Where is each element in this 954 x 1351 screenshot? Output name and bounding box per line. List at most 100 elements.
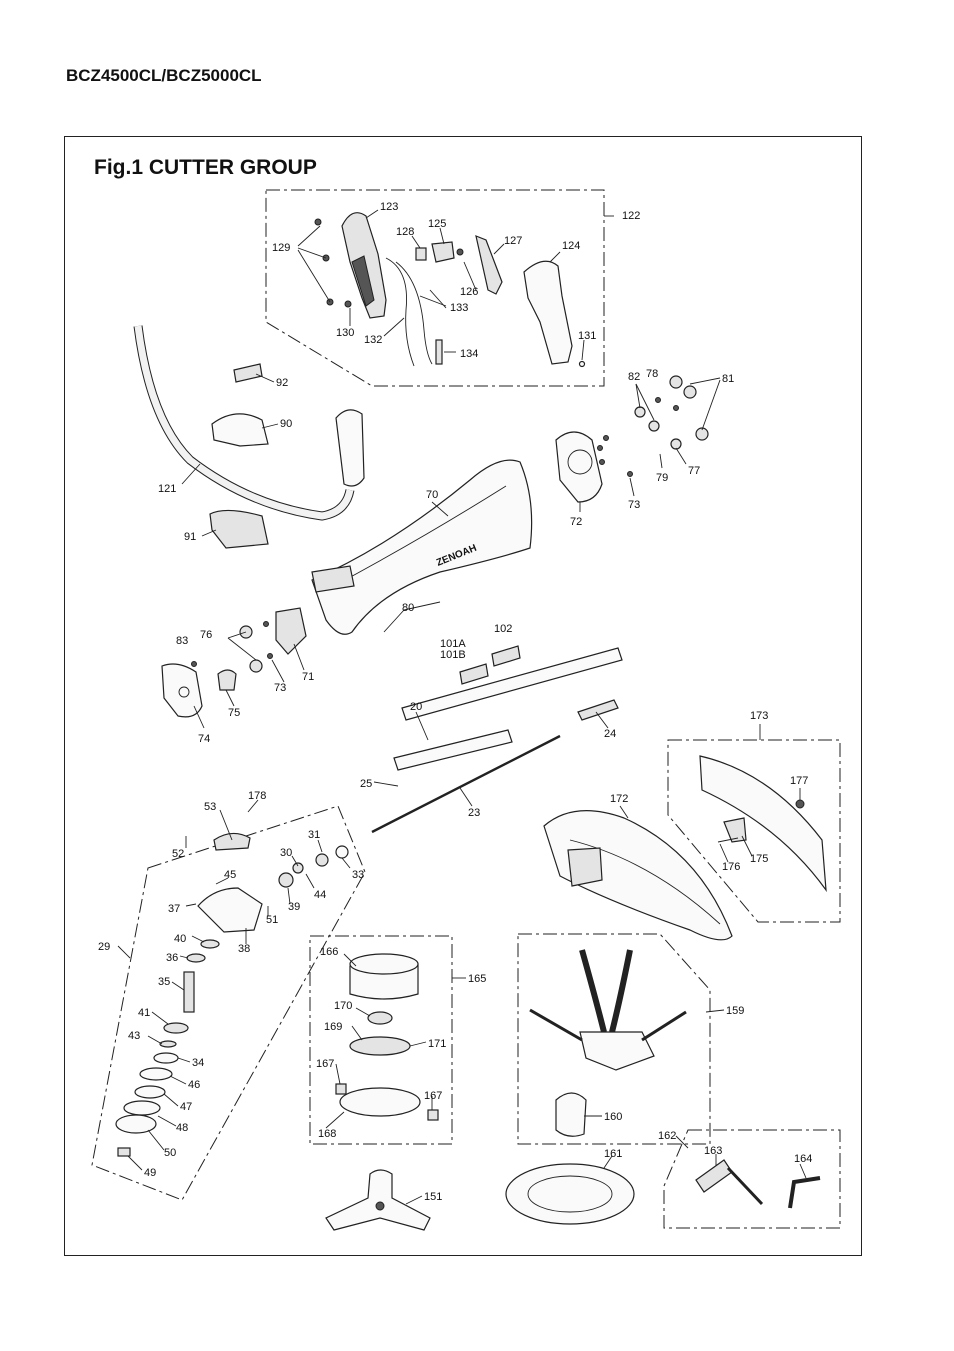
callout-167-right: 167: [424, 1090, 442, 1102]
nylon-cutter-head: [335, 953, 439, 1121]
callout-151: 151: [424, 1191, 442, 1203]
callout-126: 126: [460, 286, 478, 298]
callout-161: 161: [604, 1148, 622, 1160]
loop-handle: [133, 325, 365, 549]
callout-40: 40: [174, 933, 186, 945]
callout-52: 52: [172, 848, 184, 860]
callout-70: 70: [426, 489, 438, 501]
callout-169: 169: [324, 1021, 342, 1033]
callout-71: 71: [302, 671, 314, 683]
callout-165: 165: [468, 973, 486, 985]
gear-case-parts: [115, 832, 349, 1157]
cutter-blade-and-ring: [325, 1163, 635, 1231]
callout-125: 125: [428, 218, 446, 230]
callout-102: 102: [494, 623, 512, 635]
callout-53: 53: [204, 801, 216, 813]
callout-73-lower: 73: [274, 682, 286, 694]
callout-72: 72: [570, 516, 582, 528]
group-165-outline: [309, 935, 453, 1145]
callout-41: 41: [138, 1007, 150, 1019]
air-cleaner-parts: [161, 607, 307, 718]
group-122-outline: [265, 189, 605, 387]
shield-and-plate-parts: [543, 755, 827, 941]
callout-168: 168: [318, 1128, 336, 1140]
callout-90: 90: [280, 418, 292, 430]
callout-23: 23: [468, 807, 480, 819]
callout-159: 159: [726, 1005, 744, 1017]
callout-101B: 101B: [440, 649, 466, 661]
callout-130: 130: [336, 327, 354, 339]
callout-131: 131: [578, 330, 596, 342]
callout-34: 34: [192, 1057, 204, 1069]
callout-92: 92: [276, 377, 288, 389]
callout-36: 36: [166, 952, 178, 964]
callout-30: 30: [280, 847, 292, 859]
callout-124: 124: [562, 240, 580, 252]
callout-171: 171: [428, 1038, 446, 1050]
callout-48: 48: [176, 1122, 188, 1134]
drive-shaft-parts: [371, 645, 623, 834]
callout-50: 50: [164, 1147, 176, 1159]
callout-162: 162: [658, 1130, 676, 1142]
model-title: BCZ4500CL/BCZ5000CL: [66, 66, 262, 85]
callout-170: 170: [334, 1000, 352, 1012]
callout-160: 160: [604, 1111, 622, 1123]
callout-38: 38: [238, 943, 250, 955]
callout-178: 178: [248, 790, 266, 802]
callout-35: 35: [158, 976, 170, 988]
callout-31: 31: [308, 829, 320, 841]
figure-frame: [64, 136, 862, 1256]
callout-78: 78: [646, 368, 658, 380]
callout-122: 122: [622, 210, 640, 222]
group-162-outline: [663, 1129, 841, 1229]
callout-49: 49: [144, 1167, 156, 1179]
callout-121: 121: [158, 483, 176, 495]
callout-25: 25: [360, 778, 372, 790]
callout-82: 82: [628, 371, 640, 383]
callout-24: 24: [604, 728, 616, 740]
callout-129: 129: [272, 242, 290, 254]
callout-46: 46: [188, 1079, 200, 1091]
group-173-outline: [667, 739, 841, 923]
callout-83: 83: [176, 635, 188, 647]
callout-79: 79: [656, 472, 668, 484]
shoulder-harness: [529, 949, 687, 1137]
callout-167-left: 167: [316, 1058, 334, 1070]
group-159-outline: [517, 933, 711, 1145]
callout-43: 43: [128, 1030, 140, 1042]
callout-101A: 101A: [440, 638, 466, 650]
callout-75: 75: [228, 707, 240, 719]
callout-20: 20: [410, 701, 422, 713]
callout-37: 37: [168, 903, 180, 915]
callout-132: 132: [364, 334, 382, 346]
callout-29: 29: [98, 941, 110, 953]
callout-81: 81: [722, 373, 734, 385]
service-tools: [695, 1159, 821, 1209]
callout-177: 177: [790, 775, 808, 787]
leader-lines: [117, 209, 807, 1205]
callout-91: 91: [184, 531, 196, 543]
callout-51: 51: [266, 914, 278, 926]
callout-76: 76: [200, 629, 212, 641]
callout-77: 77: [688, 465, 700, 477]
callout-166: 166: [320, 946, 338, 958]
figure-title: Fig.1 CUTTER GROUP: [94, 156, 317, 179]
callout-39: 39: [288, 901, 300, 913]
callout-73-upper: 73: [628, 499, 640, 511]
callout-163: 163: [704, 1145, 722, 1157]
callout-175: 175: [750, 853, 768, 865]
callout-44: 44: [314, 889, 326, 901]
callout-128: 128: [396, 226, 414, 238]
callout-80: 80: [402, 602, 414, 614]
callout-47: 47: [180, 1101, 192, 1113]
recoil-starter-parts: [555, 375, 709, 503]
callout-172: 172: [610, 793, 628, 805]
callout-33: 33: [352, 869, 364, 881]
throttle-handle-assembly: [314, 212, 586, 368]
callout-127: 127: [504, 235, 522, 247]
callout-45: 45: [224, 869, 236, 881]
callout-164: 164: [794, 1153, 812, 1165]
callout-74: 74: [198, 733, 210, 745]
engine-cover-70: ZENOAH: [311, 459, 533, 635]
